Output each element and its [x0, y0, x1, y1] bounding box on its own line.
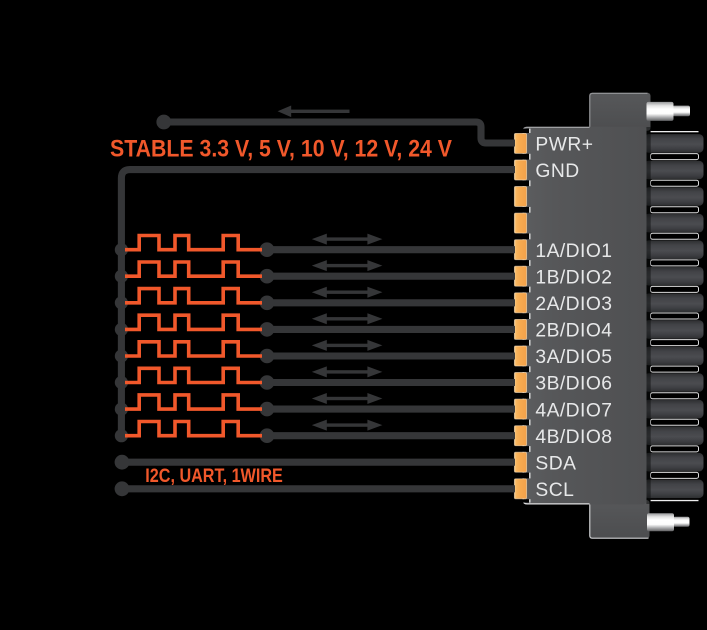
svg-text:2B/DIO4: 2B/DIO4: [535, 321, 612, 342]
svg-text:PWR+: PWR+: [535, 135, 593, 156]
svg-text:1A/DIO1: 1A/DIO1: [535, 241, 612, 262]
svg-text:I2C, UART, 1WIRE: I2C, UART, 1WIRE: [145, 466, 283, 487]
svg-text:3A/DIO5: 3A/DIO5: [535, 347, 612, 368]
svg-text:GND: GND: [535, 161, 579, 182]
svg-text:4A/DIO7: 4A/DIO7: [535, 400, 612, 421]
svg-text:SCL: SCL: [535, 480, 574, 501]
svg-text:2A/DIO3: 2A/DIO3: [535, 294, 612, 315]
svg-text:3B/DIO6: 3B/DIO6: [535, 374, 612, 395]
svg-text:STABLE 3.3 V, 5 V, 10 V, 12 V,: STABLE 3.3 V, 5 V, 10 V, 12 V, 24 V: [110, 136, 452, 163]
svg-text:SDA: SDA: [535, 453, 576, 474]
svg-text:4B/DIO8: 4B/DIO8: [535, 427, 612, 448]
svg-text:1B/DIO2: 1B/DIO2: [535, 267, 612, 288]
